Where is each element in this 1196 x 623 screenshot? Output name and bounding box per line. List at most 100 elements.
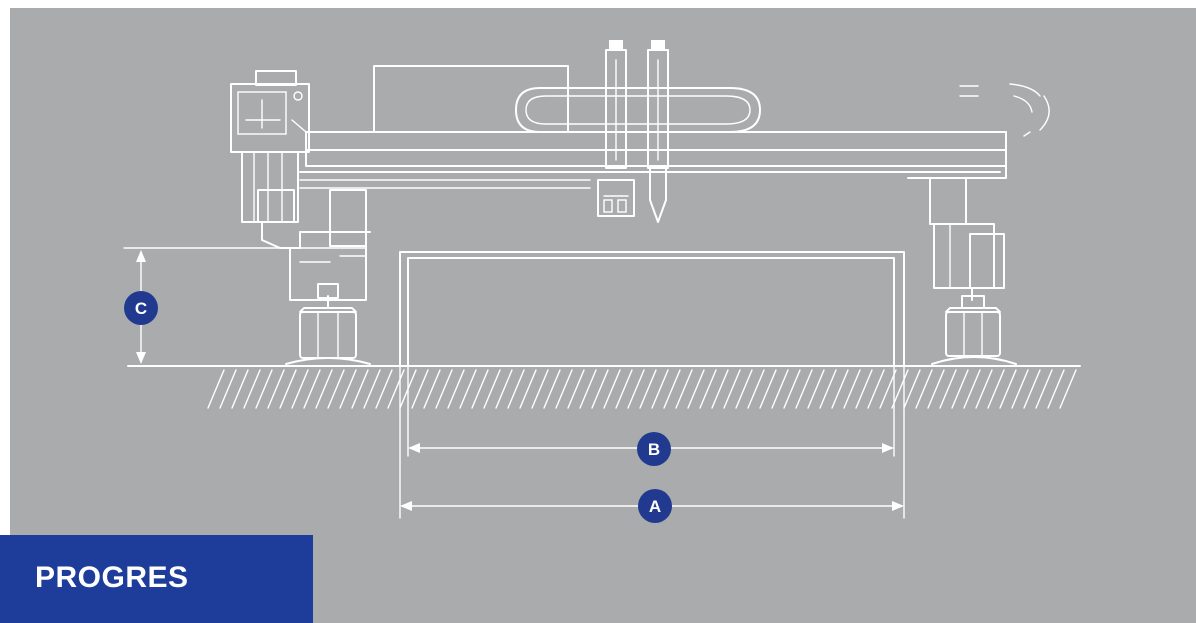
- hatch-line: [915, 369, 933, 409]
- badge-b: [637, 432, 671, 466]
- hatch-line: [411, 369, 429, 409]
- badge-b-label: B: [648, 440, 660, 459]
- hatch-line: [867, 369, 885, 409]
- hatch-line: [927, 369, 945, 409]
- control-panel-box: [230, 83, 310, 153]
- hatch-line: [627, 369, 645, 409]
- dimension-b: B: [408, 432, 894, 466]
- hatch-line: [1023, 369, 1041, 409]
- hatch-line: [207, 369, 225, 409]
- hatch-line: [387, 369, 405, 409]
- right-rail-wheel: [945, 311, 1001, 357]
- hatch-line: [903, 369, 921, 409]
- hatch-line: [675, 369, 693, 409]
- hatch-line: [423, 369, 441, 409]
- diagram-panel: [10, 8, 1196, 623]
- hatch-line: [987, 369, 1005, 409]
- working-area-inner: [407, 257, 895, 367]
- hatch-line: [999, 369, 1017, 409]
- torch-nozzle: [649, 167, 667, 223]
- hatch-line: [555, 369, 573, 409]
- hatch-line: [783, 369, 801, 409]
- hatch-line: [243, 369, 261, 409]
- hatch-line: [459, 369, 477, 409]
- badge-a-label: A: [649, 497, 661, 516]
- hose-loop: [515, 87, 761, 133]
- hatch-line: [651, 369, 669, 409]
- gantry-beam: [299, 65, 1007, 189]
- hatch-line: [699, 369, 717, 409]
- hatch-line: [315, 369, 333, 409]
- left-carriage: [230, 70, 371, 365]
- hatch-line: [579, 369, 597, 409]
- torch-holder-left: [597, 179, 635, 217]
- motion-marks: [959, 83, 1050, 137]
- badge-c: [124, 291, 158, 325]
- hatch-line: [519, 369, 537, 409]
- hatch-line: [771, 369, 789, 409]
- hatch-line: [483, 369, 501, 409]
- hatch-line: [339, 369, 357, 409]
- hatch-line: [819, 369, 837, 409]
- hatch-line: [843, 369, 861, 409]
- title-bar: [0, 535, 313, 623]
- badge-c-label: C: [135, 299, 147, 318]
- hatch-line: [279, 369, 297, 409]
- dimension-c: C: [124, 250, 158, 364]
- badge-a: [638, 489, 672, 523]
- hatch-line: [327, 369, 345, 409]
- hatch-line: [975, 369, 993, 409]
- hatch-line: [375, 369, 393, 409]
- carriage-column: [241, 151, 299, 223]
- hatch-line: [435, 369, 453, 409]
- hatch-line: [831, 369, 849, 409]
- hatch-line: [759, 369, 777, 409]
- machine-title: PROGRES: [35, 561, 189, 594]
- hatch-line: [723, 369, 741, 409]
- hatch-line: [639, 369, 657, 409]
- hatch-line: [795, 369, 813, 409]
- hatch-line: [963, 369, 981, 409]
- left-rail-wheel: [299, 311, 357, 359]
- hatch-line: [603, 369, 621, 409]
- hatch-line: [363, 369, 381, 409]
- hatch-line: [267, 369, 285, 409]
- dimension-a: A: [400, 489, 904, 523]
- right-carriage-body: [933, 223, 995, 289]
- control-screen: [237, 91, 287, 135]
- hatch-line: [1035, 369, 1053, 409]
- hatch-line: [291, 369, 309, 409]
- hatch-line: [471, 369, 489, 409]
- hatch-line: [855, 369, 873, 409]
- control-top: [255, 70, 297, 86]
- hatch-line: [951, 369, 969, 409]
- hatch-line: [543, 369, 561, 409]
- hatch-line: [1059, 369, 1077, 409]
- hatch-line: [507, 369, 525, 409]
- hatch-line: [663, 369, 681, 409]
- hatch-line: [615, 369, 633, 409]
- hatch-line: [219, 369, 237, 409]
- hatch-line: [591, 369, 609, 409]
- hatch-line: [939, 369, 957, 409]
- hatch-line: [711, 369, 729, 409]
- ground: [127, 365, 1081, 409]
- working-area-outer: [399, 251, 905, 367]
- ground-hatching: [207, 369, 1077, 409]
- hatch-line: [1047, 369, 1065, 409]
- hatch-line: [747, 369, 765, 409]
- right-carriage: [929, 83, 1050, 365]
- hatch-line: [735, 369, 753, 409]
- carriage-block: [329, 189, 367, 247]
- hatch-line: [231, 369, 249, 409]
- hatch-line: [255, 369, 273, 409]
- cabinet: [373, 65, 569, 133]
- hatch-line: [687, 369, 705, 409]
- torch-assembly: [597, 40, 669, 223]
- working-area: [123, 247, 905, 519]
- hatch-line: [303, 369, 321, 409]
- hatch-line: [495, 369, 513, 409]
- hatch-line: [351, 369, 369, 409]
- hatch-line: [807, 369, 825, 409]
